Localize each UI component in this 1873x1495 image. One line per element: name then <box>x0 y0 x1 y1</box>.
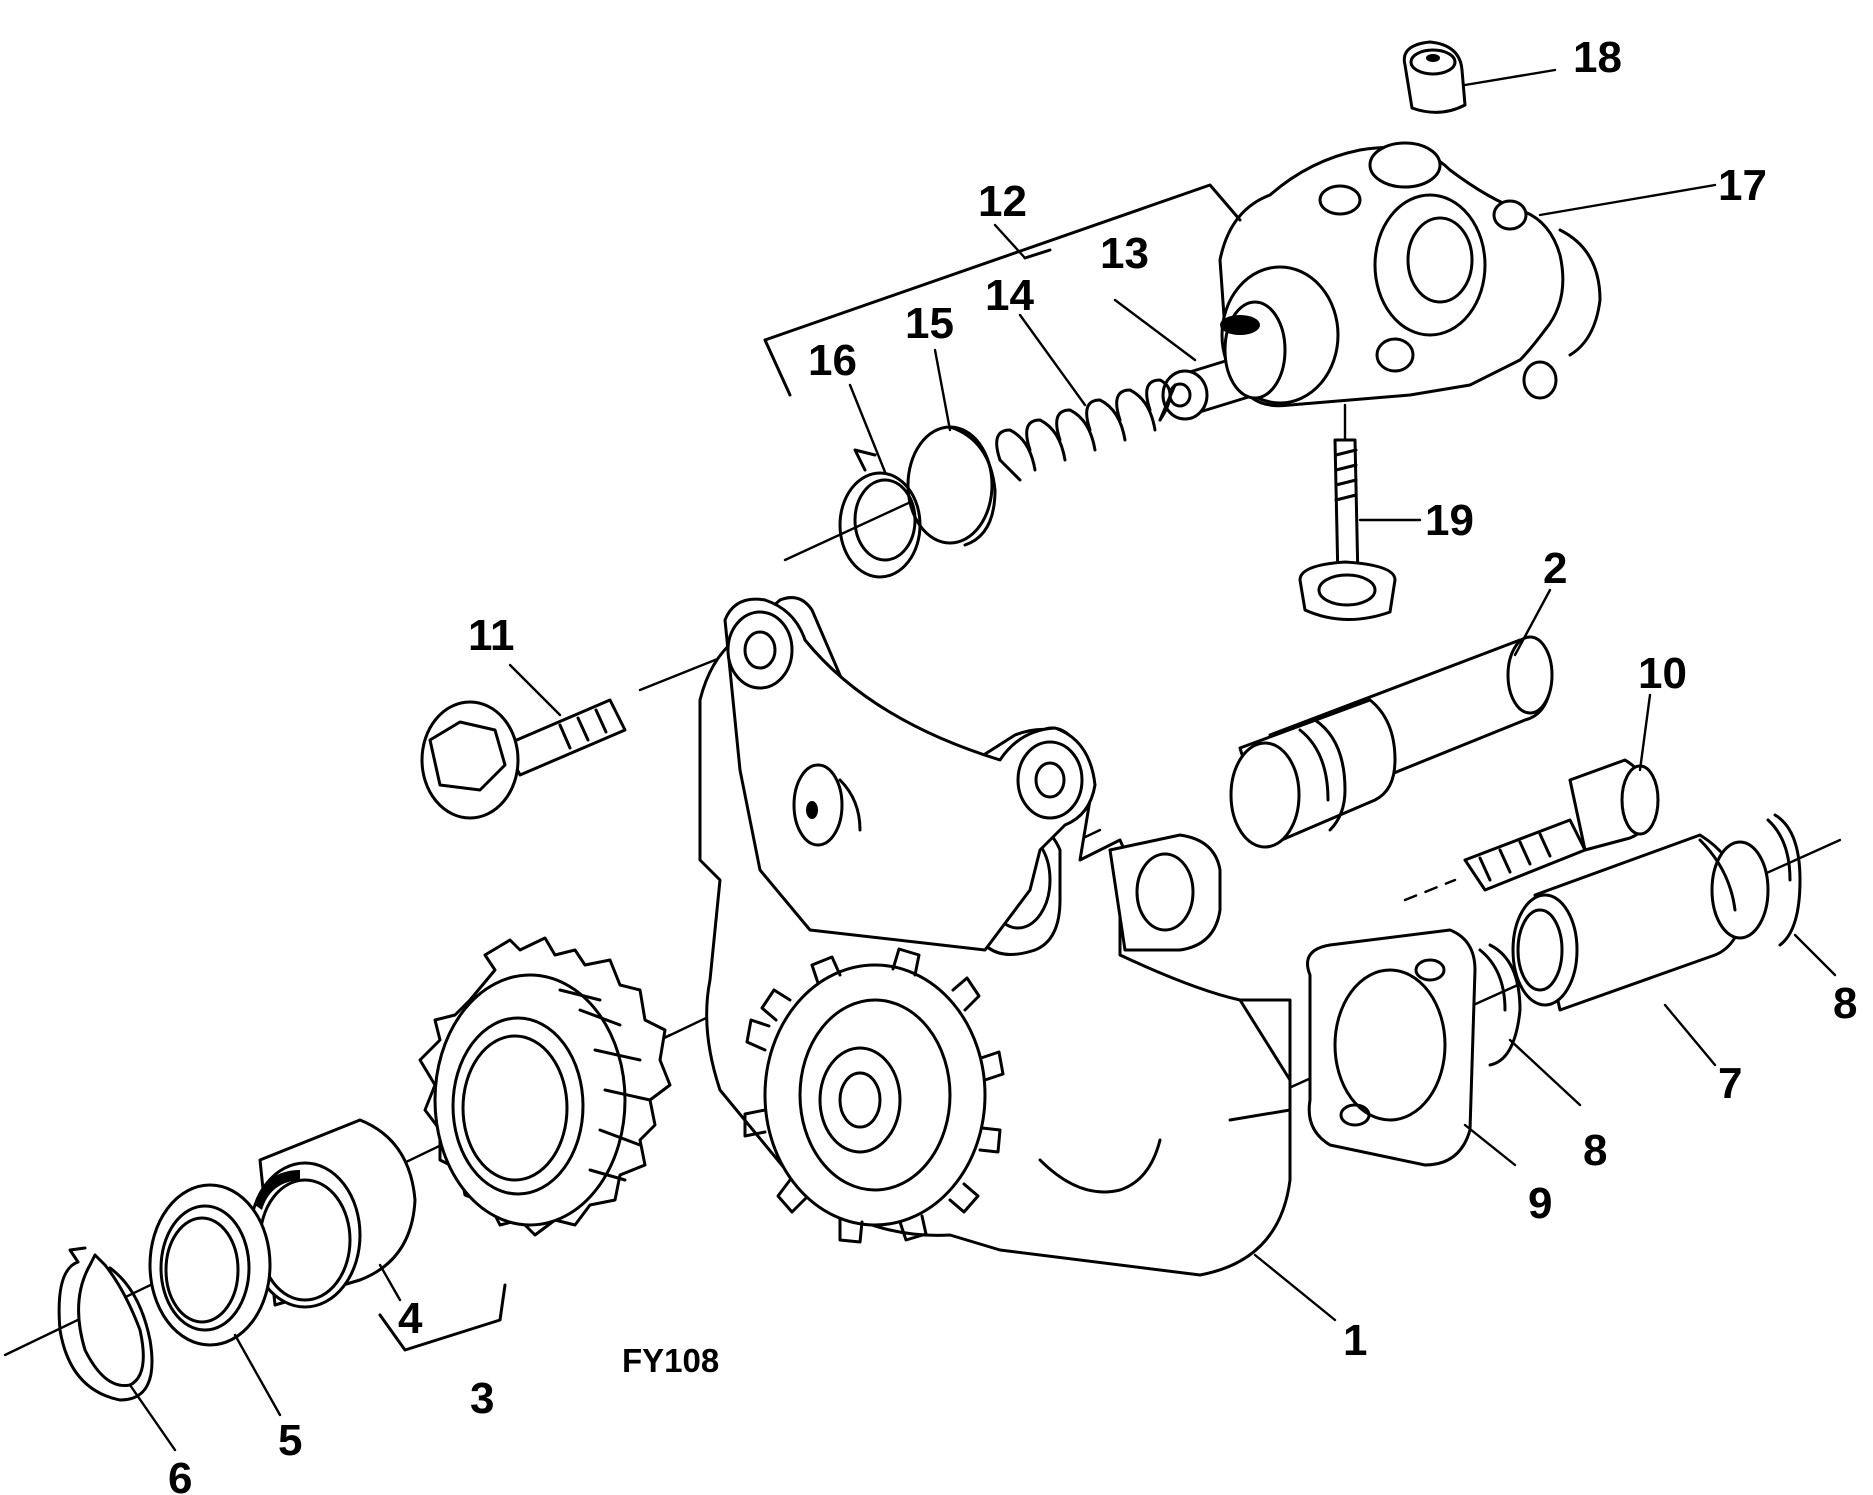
callout-9: 9 <box>1528 1179 1552 1228</box>
circlip-middle <box>1478 943 1522 1067</box>
idler-gear <box>418 936 672 1237</box>
callout-8b: 8 <box>1583 1126 1607 1175</box>
circlip-front <box>57 1246 154 1402</box>
callout-19: 19 <box>1425 496 1474 545</box>
callout-labels: 1 2 3 4 5 6 7 8 8 9 10 11 12 13 14 15 16… <box>168 33 1857 1495</box>
valve-plunger <box>1161 300 1287 421</box>
callout-8a: 8 <box>1833 979 1857 1028</box>
callout-5: 5 <box>278 1416 302 1465</box>
callout-10: 10 <box>1638 649 1687 698</box>
callout-3: 3 <box>470 1374 494 1423</box>
callout-15: 15 <box>905 299 954 348</box>
group-brackets <box>378 183 1242 1352</box>
callout-17: 17 <box>1718 161 1767 210</box>
thrust-washer <box>148 1183 272 1347</box>
circlip-rear <box>1766 813 1802 947</box>
figure-code: FY108 <box>622 1342 719 1379</box>
callout-14: 14 <box>985 271 1034 320</box>
callout-6: 6 <box>168 1454 192 1495</box>
mounting-bracket <box>723 597 1097 952</box>
callout-2: 2 <box>1543 544 1567 593</box>
callout-11: 11 <box>468 611 515 660</box>
valve-spring <box>995 378 1177 482</box>
callout-7: 7 <box>1718 1059 1742 1108</box>
callout-18: 18 <box>1573 33 1622 82</box>
gear-bush <box>248 1118 417 1309</box>
callout-1: 1 <box>1343 1316 1367 1365</box>
valve-cap <box>1402 40 1467 114</box>
callout-4: 4 <box>398 1294 423 1343</box>
bearing-sleeve <box>1511 833 1770 1012</box>
callout-12: 12 <box>978 177 1027 226</box>
valve-housing <box>1218 141 1602 408</box>
cap-screw <box>1463 758 1660 892</box>
flange-bolt <box>420 698 627 820</box>
housing-bolt <box>1298 438 1397 621</box>
callout-13: 13 <box>1100 229 1149 278</box>
gasket <box>1306 928 1477 1167</box>
callout-16: 16 <box>808 336 857 385</box>
spring-cup <box>906 425 997 547</box>
retaining-clip <box>838 448 922 579</box>
spindle <box>1229 635 1554 849</box>
leader-lines <box>128 68 1837 1452</box>
